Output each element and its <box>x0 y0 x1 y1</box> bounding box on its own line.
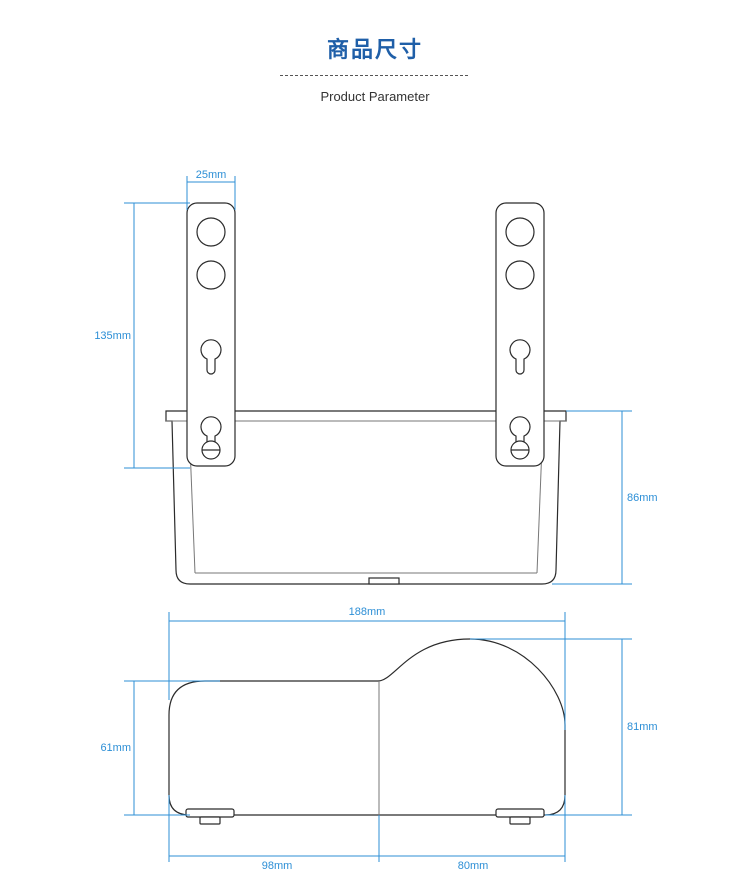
tray-center-notch <box>368 577 400 585</box>
top-view-outline <box>168 638 566 816</box>
bracket-hole <box>196 260 226 290</box>
dimension-overall-length: 188mm <box>168 606 566 730</box>
dimension-right-height: 81mm <box>470 638 658 816</box>
dimension-bracket-height: 135mm <box>94 202 190 469</box>
front-view: 25mm 135mm 86mm <box>94 169 658 585</box>
dimension-tray-height: 86mm <box>552 410 658 585</box>
dimension-label: 188mm <box>349 606 386 618</box>
dimension-label: 86mm <box>627 492 658 504</box>
tray-body <box>165 410 567 585</box>
page-title: 商品尺寸 <box>326 38 423 63</box>
right-foot <box>495 808 545 825</box>
bracket-hole <box>505 217 535 247</box>
left-bracket <box>186 202 236 467</box>
right-bracket <box>495 202 545 467</box>
dimension-label: 98mm <box>262 860 293 872</box>
dimension-section-lengths: 98mm 80mm <box>168 795 566 872</box>
dimension-label: 61mm <box>100 742 131 754</box>
page-subtitle: Product Parameter <box>320 89 430 104</box>
dimension-bracket-width: 25mm <box>186 169 236 210</box>
keyhole-slot <box>509 339 531 375</box>
top-view: 188mm 61mm 81mm 98mm 80mm <box>100 606 657 872</box>
dimension-left-height: 61mm <box>100 680 220 816</box>
bracket-hole <box>505 260 535 290</box>
bracket-plate <box>495 202 545 467</box>
left-foot <box>185 808 235 825</box>
keyhole-slot <box>200 339 222 375</box>
bracket-plate <box>186 202 236 467</box>
bracket-hole <box>196 217 226 247</box>
title-divider <box>280 75 468 76</box>
dimension-label: 80mm <box>458 860 489 872</box>
dimension-label: 81mm <box>627 721 658 733</box>
dimension-label: 135mm <box>94 330 131 342</box>
dimension-label: 25mm <box>196 169 227 181</box>
